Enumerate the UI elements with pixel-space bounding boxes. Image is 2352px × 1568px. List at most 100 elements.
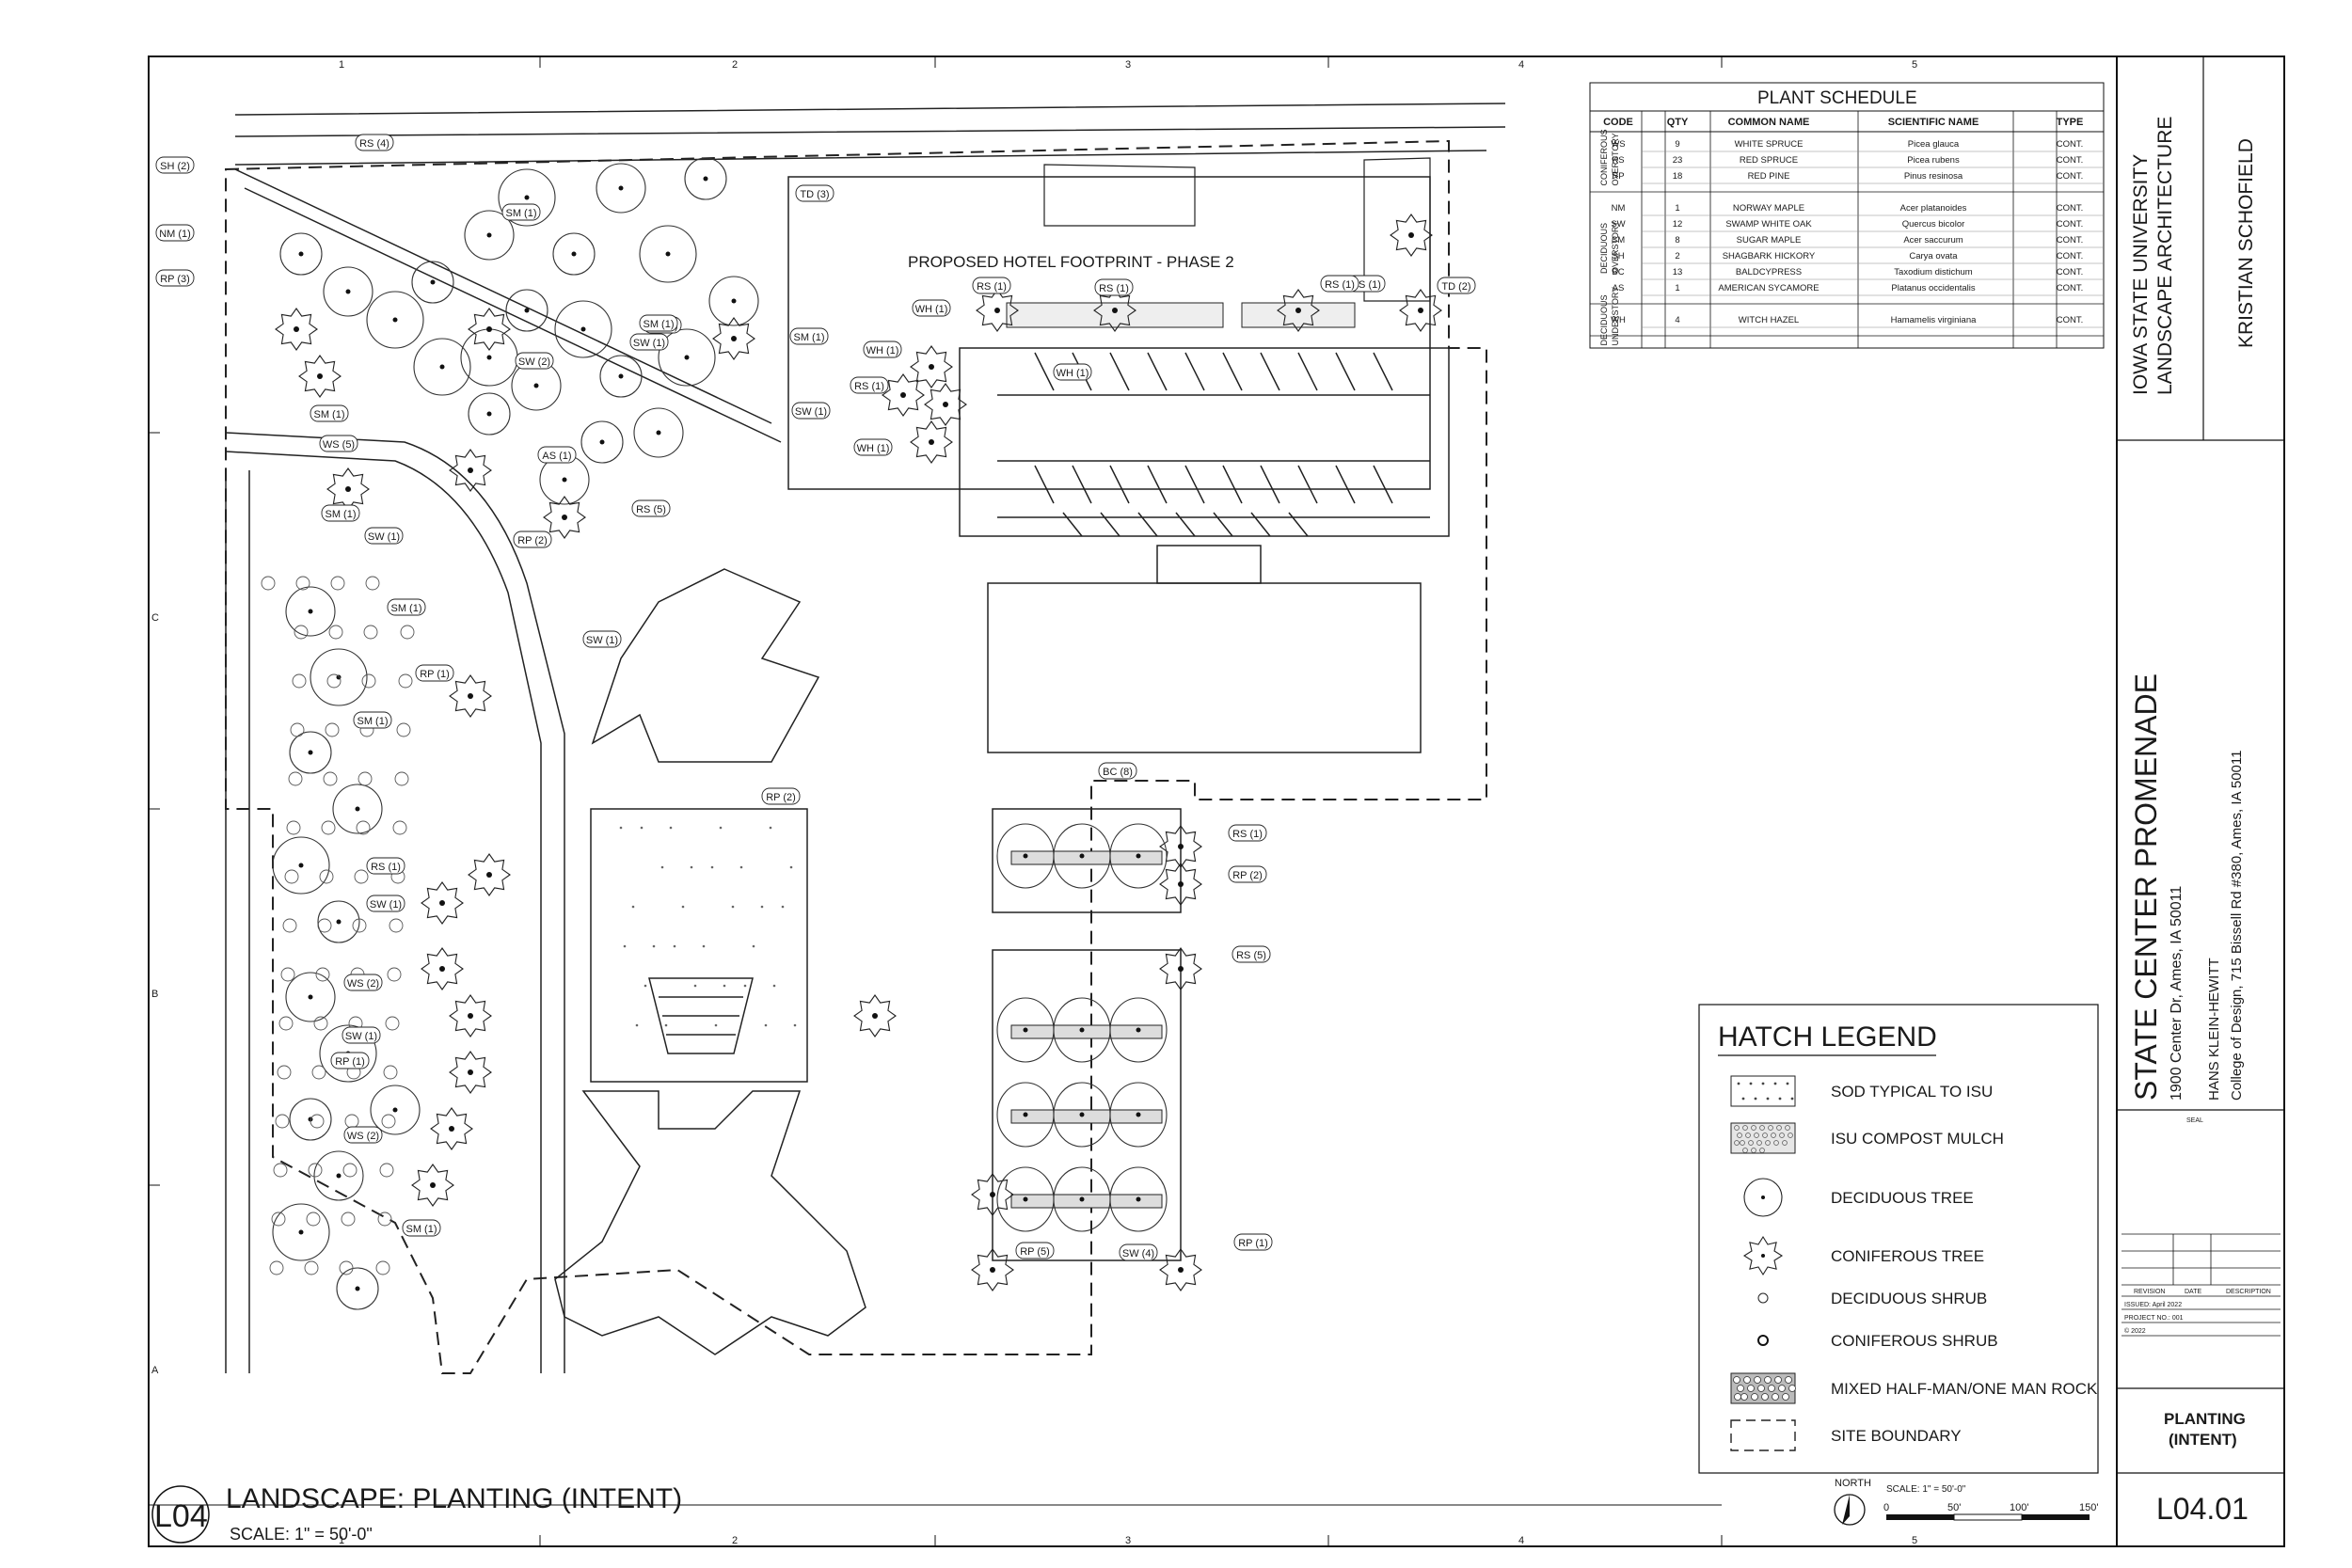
deciduous-shrub (361, 673, 376, 689)
coniferous-tree (1159, 1248, 1202, 1291)
deciduous-shrub (317, 918, 332, 933)
deciduous-shrub (280, 967, 295, 982)
deciduous-shrub (295, 576, 310, 591)
deciduous-shrub (387, 967, 402, 982)
plant-tag: RS (4) (355, 134, 394, 151)
scale-bar (1886, 1513, 2090, 1521)
schedule-cell: Picea glauca (1908, 139, 1960, 150)
deciduous-shrub (392, 820, 407, 835)
plant-tag-label: WS (2) (347, 978, 379, 990)
plant-tag-label: SW (1) (345, 1031, 377, 1042)
deciduous-shrub (292, 673, 307, 689)
plant-tag: RS (1) (972, 277, 1011, 294)
deciduous-shrub (385, 1016, 400, 1031)
plant-tag-label: SW (1) (633, 338, 665, 349)
tree-symbols (272, 157, 1442, 1310)
plant-tag: BC (8) (1098, 762, 1137, 780)
plant-tag: RP (1) (1233, 1233, 1273, 1251)
schedule-group-label: OVERSTORY (1611, 221, 1620, 274)
plant-tag-label: RP (2) (766, 792, 796, 803)
baldcypress-tree (1109, 1166, 1168, 1232)
plant-tag-label: RP (1) (1238, 1238, 1268, 1249)
scale-bar-text: SCALE: 1" = 50'-0" (1886, 1484, 1966, 1495)
legend-item-label: SOD TYPICAL TO ISU (1831, 1083, 1993, 1101)
plant-tag-label: RS (5) (636, 504, 666, 515)
plant-tag: SW (1) (582, 630, 622, 648)
coniferous-tree (449, 449, 492, 492)
coniferous-tree (411, 1164, 454, 1207)
deciduous-tree (464, 210, 515, 261)
schedule-cell: SH (1612, 251, 1624, 261)
plant-tag-label: WS (2) (347, 1131, 379, 1142)
schedule-col-header: COMMON NAME (1728, 117, 1810, 128)
plant-tag: RS (1) (366, 857, 405, 875)
coniferous-tree (468, 853, 511, 896)
plant-tag: SW (1) (629, 333, 669, 351)
schedule-cell: BC (1612, 267, 1624, 277)
description-col: DESCRIPTION (2226, 1289, 2271, 1295)
seal-label: SEAL (2186, 1117, 2203, 1124)
schedule-cell: AMERICAN SYCAMORE (1718, 283, 1819, 293)
plant-tag-label: SM (1) (358, 716, 389, 727)
designer-name: KRISTIAN SCHOFIELD (2235, 138, 2257, 348)
schedule-cell: CONT. (2057, 203, 2084, 214)
deciduous-shrub (310, 1114, 325, 1129)
plant-tag: SM (1) (402, 1219, 441, 1237)
schedule-cell: Acer platanoides (1900, 203, 1967, 214)
plant-tag: WH (1) (853, 438, 893, 456)
deciduous-shrub (275, 1114, 290, 1129)
sod-dot (760, 905, 764, 909)
sod-dot (664, 1023, 668, 1027)
sod-dot (660, 865, 664, 869)
schedule-cell: SHAGBARK HICKORY (1723, 251, 1816, 261)
plant-tag: SM (1) (353, 711, 392, 729)
deciduous-shrub (273, 1163, 288, 1178)
grid-col-5-bottom: 5 (1912, 1535, 1917, 1546)
plant-tag: RP (2) (1228, 865, 1267, 883)
plant-tag: SW (1) (342, 1026, 381, 1044)
grid-row-b: B (151, 989, 158, 1000)
sod-dot (635, 1023, 639, 1027)
plant-tag-label: SM (1) (391, 603, 422, 614)
plant-tag-label: RP (2) (1232, 870, 1263, 881)
plant-tag: SW (1) (366, 895, 405, 912)
deciduous-tree (310, 648, 368, 706)
baldcypress-tree (1109, 997, 1168, 1063)
plant-tag-label: RS (1) (854, 381, 884, 392)
plant-tag: SM (1) (789, 327, 829, 345)
grid-ticks (149, 56, 1723, 1546)
deciduous-tree (323, 266, 373, 317)
coniferous-tree (275, 308, 318, 351)
plant-tag-label: WH (1) (915, 304, 948, 315)
south-building (554, 1090, 866, 1355)
grid-row-a: A (151, 1365, 159, 1376)
deciduous-shrub (330, 576, 345, 591)
schedule-cell: NORWAY MAPLE (1733, 203, 1804, 214)
sheet-border (148, 55, 2285, 1547)
grid-col-4-bottom: 4 (1518, 1535, 1524, 1546)
diagonal-path (234, 168, 782, 443)
sod-dot (769, 826, 772, 830)
sheet-title-2: (INTENT) (2169, 1431, 2237, 1449)
schedule-group-label: DECIDUOUS (1599, 294, 1609, 345)
scale-tick-150: 150' (2079, 1502, 2098, 1513)
deciduous-shrub (363, 625, 378, 640)
deciduous-shrub (323, 771, 338, 786)
schedule-group-label: DECIDUOUS (1599, 223, 1609, 274)
schedule-group-label: CONIFEROUS (1599, 129, 1609, 185)
coniferous-tree (298, 355, 342, 398)
plant-tag-label: SM (1) (794, 332, 825, 343)
sod-dot (789, 865, 793, 869)
deciduous-tree (272, 1203, 330, 1261)
sod-dot (644, 984, 647, 988)
schedule-cell: CONT. (2057, 283, 2084, 293)
plant-tag: TD (3) (795, 184, 834, 202)
schedule-cell: 8 (1675, 235, 1679, 245)
deciduous-shrub (342, 1163, 358, 1178)
plant-tag: WS (2) (343, 974, 383, 991)
scale-tick-0: 0 (1883, 1502, 1889, 1513)
plant-tag: RP (1) (330, 1052, 370, 1069)
plant-tag: SW (1) (791, 402, 831, 420)
plant-tag-label: SH (2) (160, 161, 190, 172)
deciduous-tree (684, 157, 727, 200)
